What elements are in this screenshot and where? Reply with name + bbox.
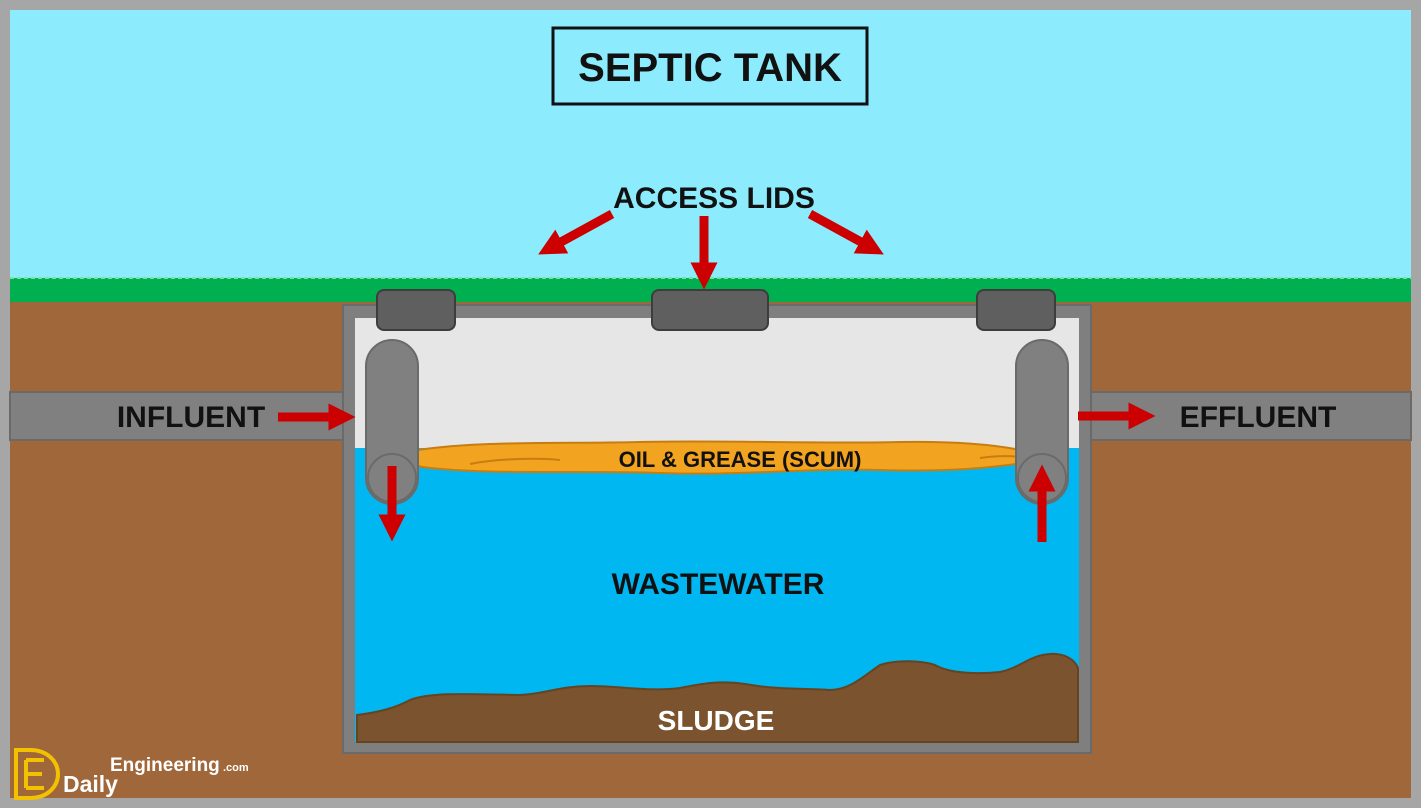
daily-engineering-logo: Engineering .com Daily bbox=[14, 748, 249, 800]
page-title: SEPTIC TANK bbox=[578, 46, 842, 90]
scum-layer bbox=[403, 440, 1031, 475]
logo-word-engineering: Engineering bbox=[110, 755, 220, 776]
influent-label: INFLUENT bbox=[117, 401, 265, 434]
access-lid-center bbox=[651, 289, 769, 331]
access-lid-right bbox=[976, 289, 1056, 331]
logo-d-icon bbox=[14, 748, 61, 800]
arrow-to-left-lid bbox=[538, 210, 615, 255]
access-lid-left bbox=[376, 289, 456, 331]
scum-ripple bbox=[469, 457, 561, 465]
logo-word-daily: Daily bbox=[63, 771, 118, 797]
arrow-to-right-lid bbox=[807, 210, 884, 255]
logo-e-icon bbox=[24, 758, 44, 790]
scum-label: OIL & GREASE (SCUM) bbox=[619, 447, 862, 472]
sludge-layer bbox=[356, 652, 1079, 743]
logo-word-suffix: .com bbox=[223, 762, 249, 774]
sludge-label: SLUDGE bbox=[658, 705, 775, 736]
wastewater-label: WASTEWATER bbox=[612, 568, 825, 601]
access-lids-label: ACCESS LIDS bbox=[613, 182, 815, 215]
effluent-label: EFFLUENT bbox=[1180, 401, 1337, 434]
title-box bbox=[551, 26, 869, 106]
